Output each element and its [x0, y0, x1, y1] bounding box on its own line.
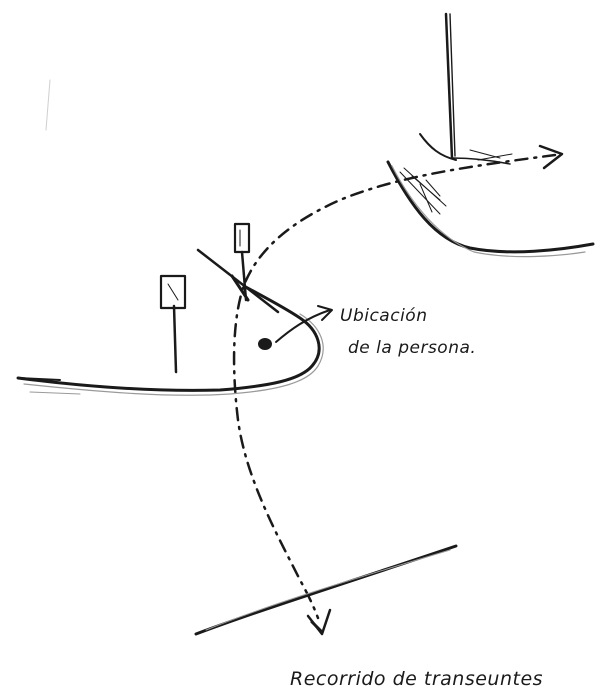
- center-sign-post: [233, 222, 251, 302]
- pedestrian-route-label: Recorrido de transeuntes: [290, 668, 544, 690]
- upper-right-curb: [386, 160, 595, 258]
- arrow-upper-right-icon: [538, 144, 564, 170]
- bottom-road-line: [194, 544, 458, 636]
- person-location-dot: [258, 338, 272, 350]
- upper-right-pole: [419, 12, 513, 165]
- person-location-label-line1: Ubicación: [340, 306, 428, 326]
- person-pointer-arrow: [275, 305, 333, 343]
- pedestrian-route-path: [232, 153, 557, 620]
- central-curb: [16, 284, 324, 396]
- person-location-label-line2: de la persona.: [348, 338, 477, 358]
- arrow-bottom-icon: [306, 608, 332, 636]
- left-sign-post: [159, 274, 187, 374]
